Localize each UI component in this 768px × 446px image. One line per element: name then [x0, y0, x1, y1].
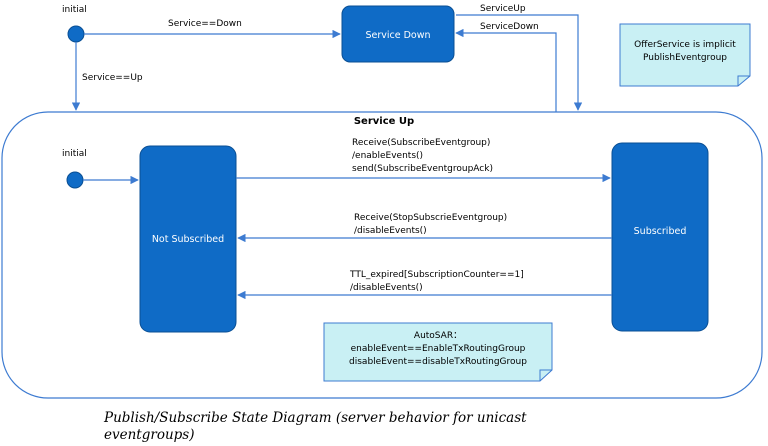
edge-label-servicedown: ServiceDown: [480, 22, 539, 32]
edge-service-down-to-service-up: [456, 14, 583, 111]
autosar-note-fold: [539, 369, 552, 381]
not-subscribed-label: Not Subscribed: [152, 234, 224, 245]
diagram-caption: Publish/Subscribe State Diagram (server …: [104, 410, 527, 443]
edge-label-serviceup: ServiceUp: [480, 4, 526, 14]
edge-label-ttl-line-1: TTL_expired[SubscriptionCounter==1]: [349, 270, 524, 280]
inner-initial-label: initial: [62, 149, 87, 159]
edge-label-subscribe-line-1: Receive(SubscribeEventgroup): [352, 138, 490, 148]
autosar-note-line-2: enableEvent==EnableTxRoutingGroup: [351, 344, 526, 354]
offer-service-note-fold: [737, 75, 750, 86]
service-up-title: Service Up: [354, 116, 414, 127]
edge-label-service-up-condition: Service==Up: [82, 73, 143, 83]
top-initial-label: initial: [62, 5, 87, 15]
edge-label-stop-subscribe-line-2: /disableEvents(): [354, 226, 427, 236]
edge-label-stop-subscribe-line-1: Receive(StopSubscrieEventgroup): [354, 213, 507, 223]
offer-service-note: [619, 23, 751, 87]
service-up-composite-state: [1, 111, 763, 399]
offer-service-note-line-2: PublishEventgroup: [643, 53, 727, 63]
subscribed-state: [611, 142, 709, 332]
not-subscribed-state: [139, 145, 237, 333]
edge-service-up-to-service-down: [455, 28, 557, 112]
edge-label-ttl-line-2: /disableEvents(): [350, 283, 423, 293]
edge-label-subscribe-line-2: /enableEvents(): [352, 151, 423, 161]
service-down-label: Service Down: [365, 30, 430, 41]
edge-label-service-down-condition: Service==Down: [168, 19, 242, 29]
offer-service-note-line-1: OfferService is implicit: [634, 40, 736, 50]
autosar-note: [323, 322, 553, 382]
service-down-state: [341, 5, 455, 63]
autosar-note-line-3: disableEvent==disableTxRoutingGroup: [349, 357, 527, 367]
autosar-note-line-1: AutoSAR：: [414, 331, 462, 341]
top-initial-node: [67, 25, 85, 43]
subscribed-label: Subscribed: [634, 226, 687, 237]
inner-initial-node: [66, 171, 84, 189]
edge-label-subscribe-line-3: send(SubscribeEventgroupAck): [352, 164, 493, 174]
